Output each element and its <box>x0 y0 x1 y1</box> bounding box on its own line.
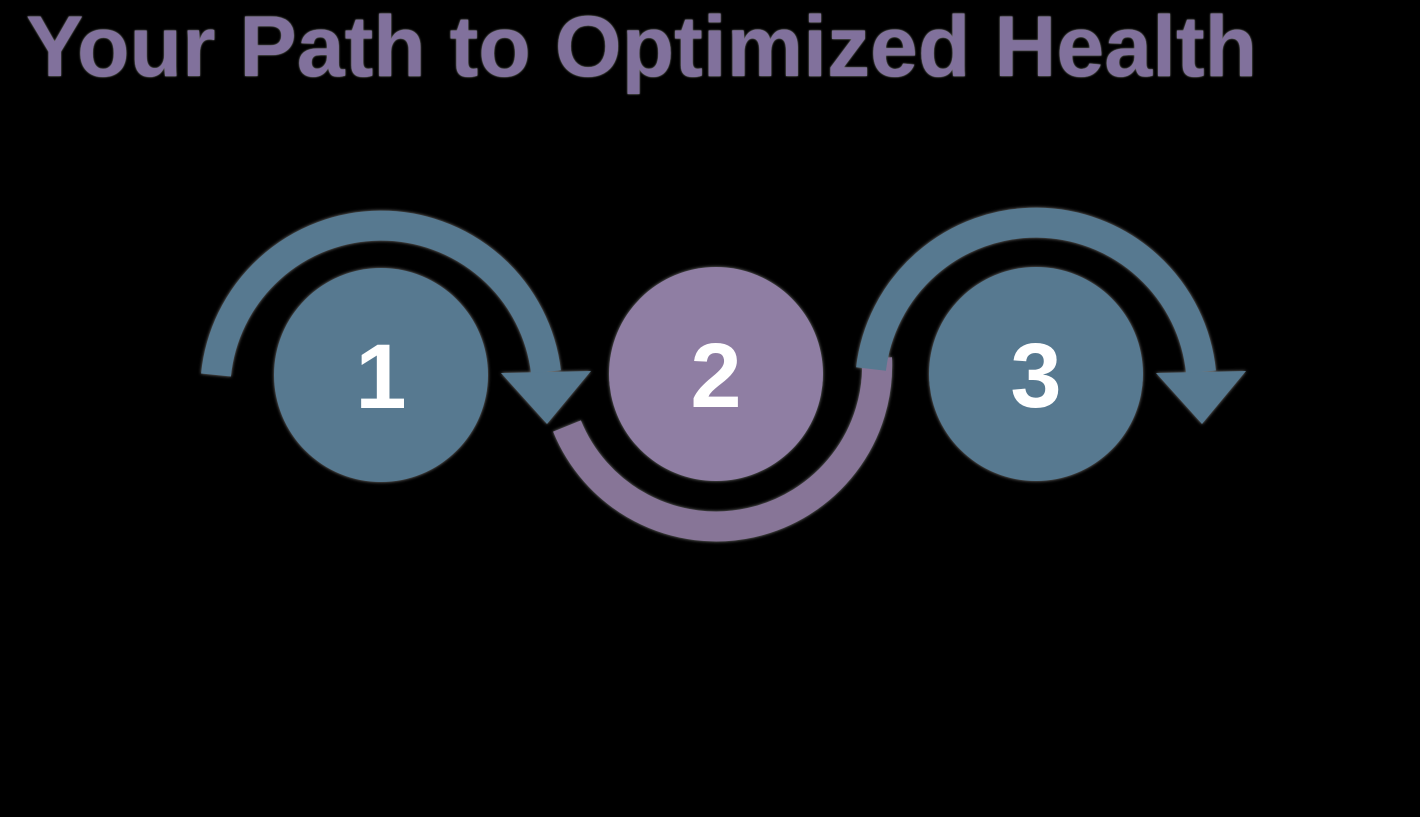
step-number-1: 1 <box>355 326 406 428</box>
step-number-3: 3 <box>1010 325 1061 427</box>
arc-under-step-2 <box>553 357 893 542</box>
arrowhead-1-icon <box>501 371 591 424</box>
step-number-2: 2 <box>690 325 741 427</box>
arc-over-step-1 <box>201 210 561 377</box>
arrowhead-2-icon <box>1156 371 1246 424</box>
step-circle-3 <box>929 267 1143 481</box>
arc-over-step-3 <box>856 207 1216 374</box>
page-title: Your Path to Optimized Health <box>26 0 1258 95</box>
step-circle-1 <box>274 268 488 482</box>
step-circle-2 <box>609 267 823 481</box>
